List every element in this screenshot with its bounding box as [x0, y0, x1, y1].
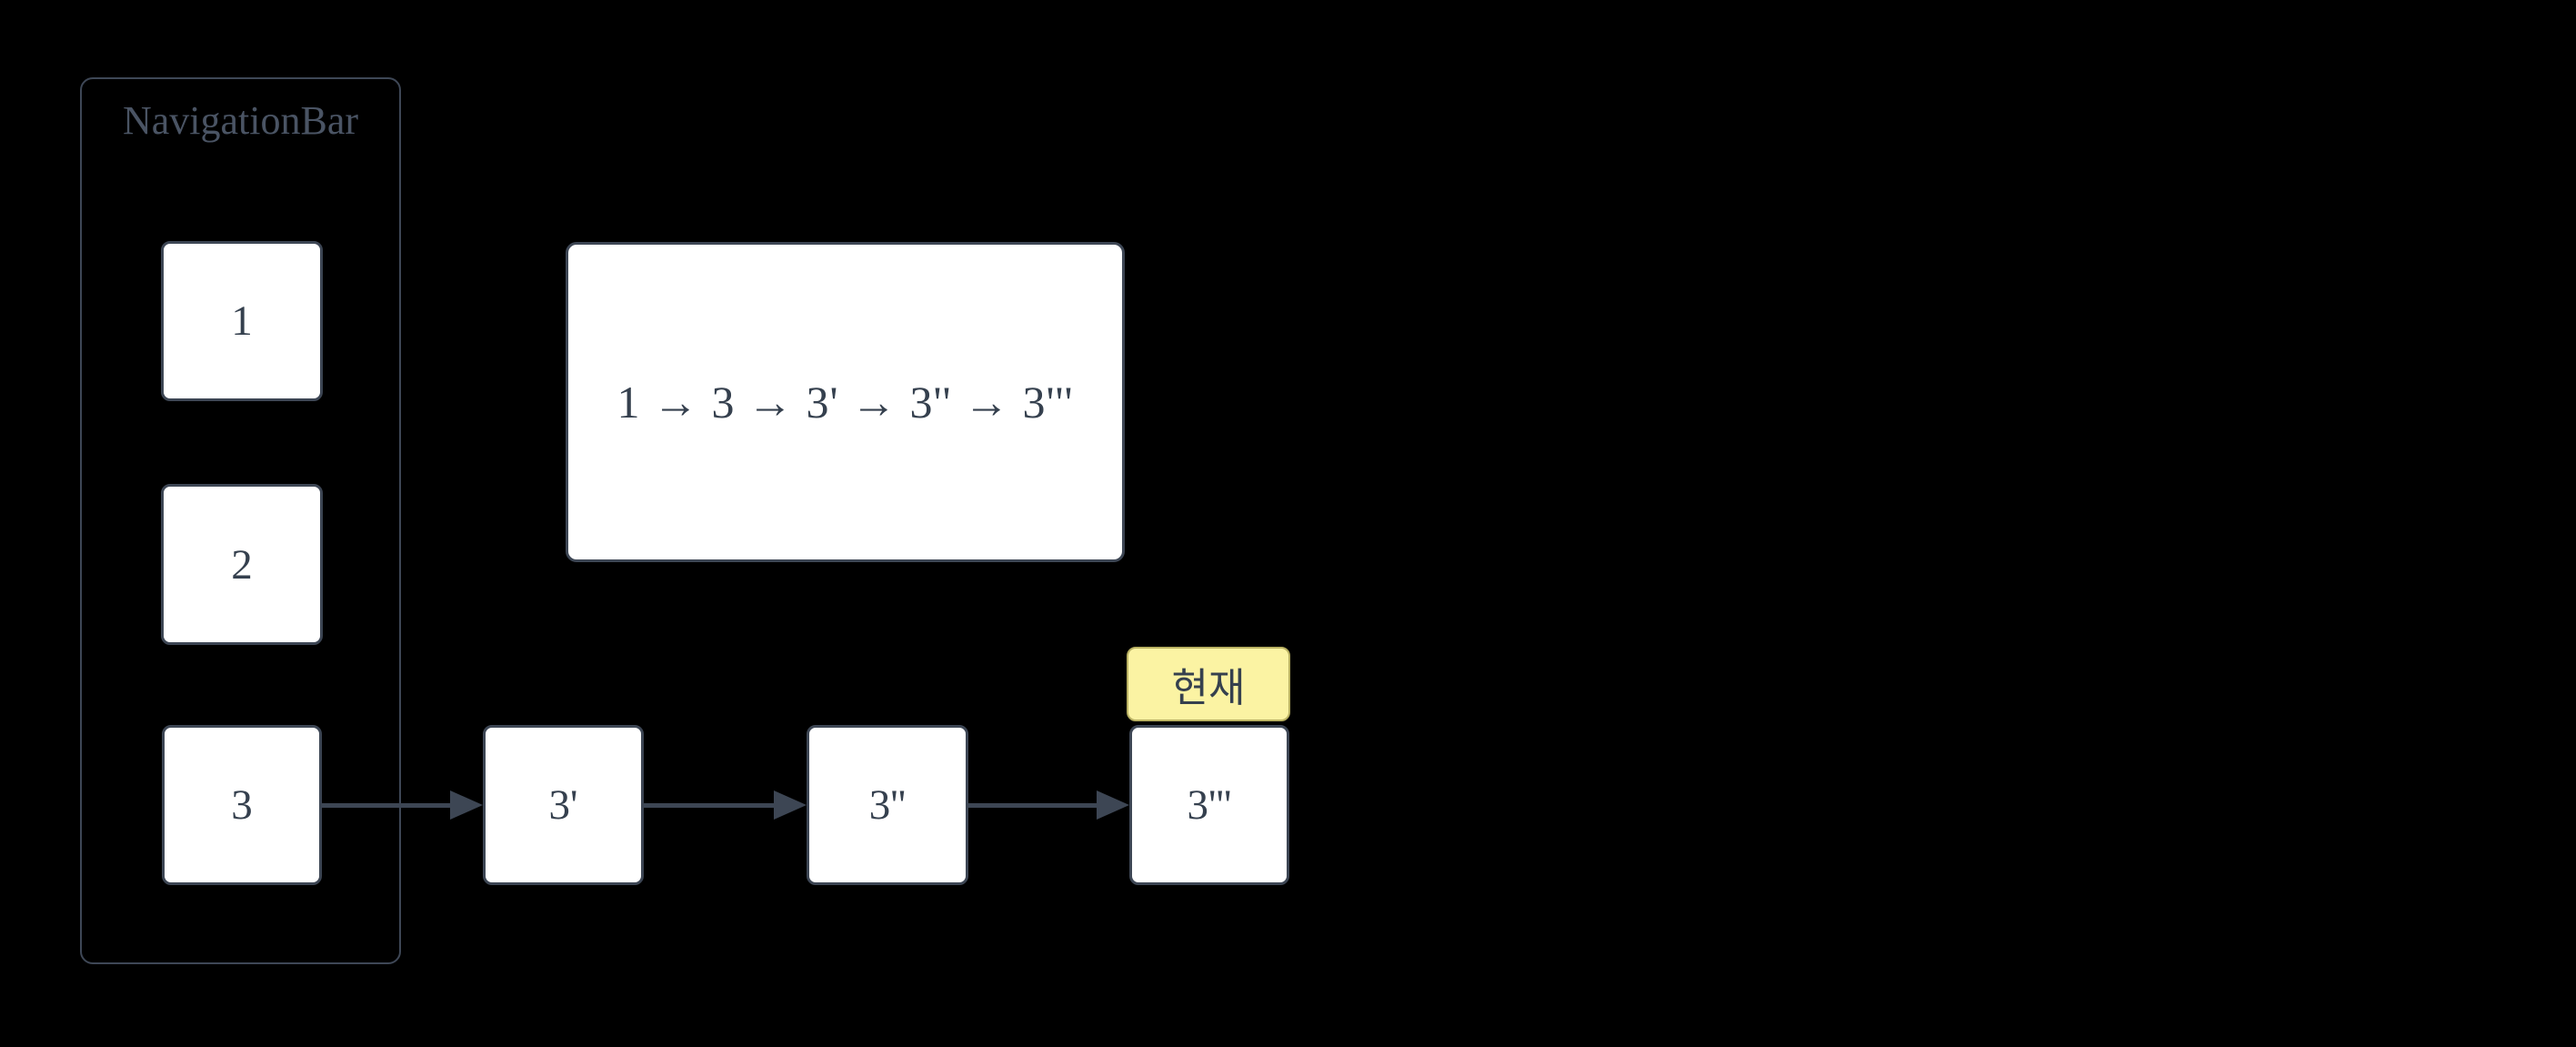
- node-3-double-prime: 3'': [807, 725, 968, 885]
- arrowhead-icon: [450, 790, 483, 820]
- node-3: 3: [162, 725, 322, 885]
- navigationbar-cluster: NavigationBar: [80, 77, 401, 964]
- node-1: 1: [161, 241, 323, 401]
- edge-3doubleprime-to-3tripleprime: [968, 803, 1097, 808]
- arrowhead-icon: [774, 790, 807, 820]
- current-badge: 현재: [1127, 647, 1290, 721]
- arrowhead-icon: [1097, 790, 1129, 820]
- node-1-label: 1: [231, 297, 253, 345]
- node-2: 2: [161, 484, 323, 645]
- node-3-prime-label: 3': [548, 781, 578, 829]
- node-3-prime: 3': [483, 725, 644, 885]
- history-box: 1 → 3 → 3' → 3'' → 3''': [566, 242, 1125, 562]
- current-badge-label: 현재: [1171, 666, 1246, 710]
- node-2-label: 2: [231, 540, 253, 589]
- node-3-triple-prime: 3''': [1129, 725, 1289, 885]
- edge-3prime-to-3doubleprime: [644, 803, 774, 808]
- node-3-triple-prime-label: 3''': [1187, 781, 1232, 829]
- navigationbar-cluster-title: NavigationBar: [122, 98, 359, 143]
- node-3-label: 3: [231, 781, 253, 829]
- history-box-label: 1 → 3 → 3' → 3'' → 3''': [616, 377, 1074, 428]
- edge-3-to-3prime: [322, 803, 450, 808]
- node-3-double-prime-label: 3'': [868, 781, 907, 829]
